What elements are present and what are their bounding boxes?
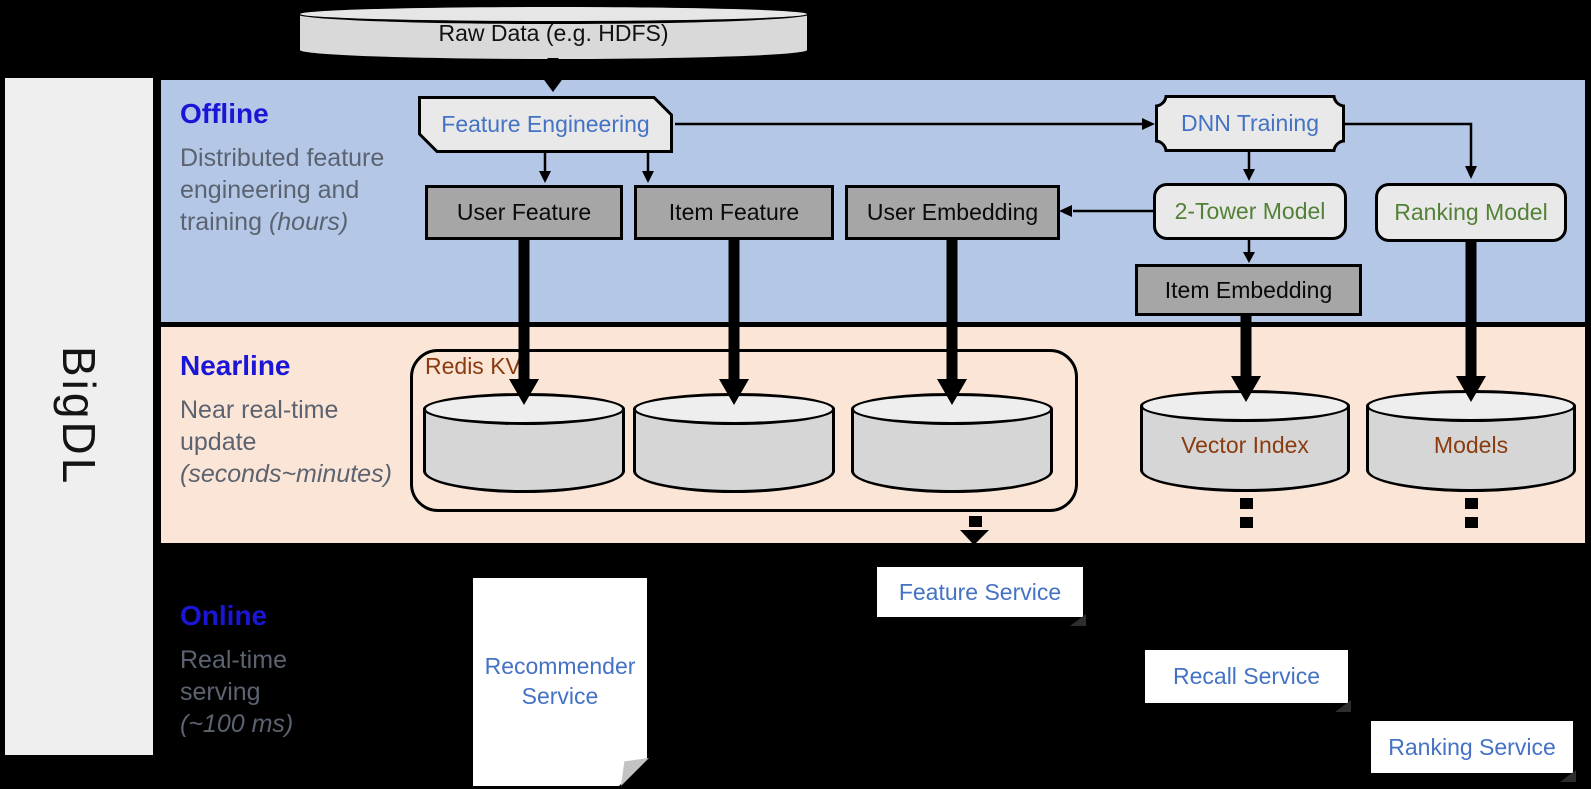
user-feature-node: User Feature [425, 185, 623, 240]
ranking-service-label: Ranking Service [1388, 733, 1556, 760]
dnn-training-label: DNN Training [1180, 110, 1320, 136]
recall-service-node: Recall Service [1145, 650, 1351, 712]
cylinder-top [423, 393, 625, 425]
nearline-band-label: Nearline Near real-time update (seconds~… [180, 348, 400, 490]
nearline-title: Nearline [180, 350, 291, 381]
nearline-subtitle-note: (seconds~minutes) [180, 459, 392, 488]
offline-subtitle-note: (hours) [268, 207, 349, 236]
online-title: Online [180, 600, 268, 631]
vector-index-label: Vector Index [1181, 432, 1309, 458]
feature-engineering-node: Feature Engineering [418, 96, 673, 153]
note-fold-corner [1335, 700, 1351, 712]
plaque-shape [1155, 95, 1345, 152]
redis-kv-container [410, 349, 1078, 512]
document-fold-corner [621, 758, 649, 786]
feature-service-node: Feature Service [877, 567, 1086, 626]
cylinder-top [851, 393, 1053, 425]
models-store: Models [1366, 390, 1576, 492]
note-fold-corner [1070, 614, 1086, 626]
online-subtitle-note: (~100 ms) [180, 709, 294, 738]
feature-service-label: Feature Service [898, 578, 1062, 605]
cylinder-body [423, 409, 625, 493]
recall-service-label: Recall Service [1173, 663, 1320, 689]
dnn-training-node: DNN Training [1155, 95, 1345, 152]
offline-band-label: Offline Distributed feature engineering … [180, 96, 395, 238]
ranking-model-node: Ranking Model [1375, 183, 1567, 242]
recommender-service-node: Recommender Service [473, 578, 647, 786]
two-tower-model-node: 2-Tower Model [1153, 183, 1347, 240]
cylinder-top [297, 4, 810, 24]
online-band-label: Online Real-time serving (~100 ms) [180, 598, 315, 740]
redis-store-3 [851, 393, 1053, 493]
ranking-service-node: Ranking Service [1371, 721, 1576, 782]
redis-store-1 [423, 393, 625, 493]
item-embedding-node: Item Embedding [1135, 264, 1362, 316]
feature-engineering-label: Feature Engineering [441, 111, 650, 137]
user-embedding-node: User Embedding [845, 185, 1060, 240]
nearline-subtitle: Near real-time update [180, 395, 339, 456]
cylinder-top [633, 393, 835, 425]
models-label: Models [1433, 432, 1509, 458]
vector-index-store: Vector Index [1140, 390, 1350, 492]
raw-data-label: Raw Data (e.g. HDFS) [438, 20, 669, 46]
snip-corner-shape [418, 96, 673, 153]
bigdl-logo-text: BigDL [53, 346, 105, 487]
redis-store-2 [633, 393, 835, 493]
item-feature-node: Item Feature [634, 185, 834, 240]
redis-kv-label: Redis KV [425, 353, 521, 379]
raw-data-store: Raw Data (e.g. HDFS) [297, 4, 810, 62]
cylinder-top [1366, 390, 1576, 422]
offline-subtitle: Distributed feature engineering and trai… [180, 143, 385, 236]
online-subtitle: Real-time serving [180, 645, 287, 706]
bigdl-sidebar: BigDL [5, 78, 153, 755]
note-fold-corner [1560, 770, 1576, 782]
cylinder-top [1140, 390, 1350, 422]
offline-title: Offline [180, 98, 269, 129]
